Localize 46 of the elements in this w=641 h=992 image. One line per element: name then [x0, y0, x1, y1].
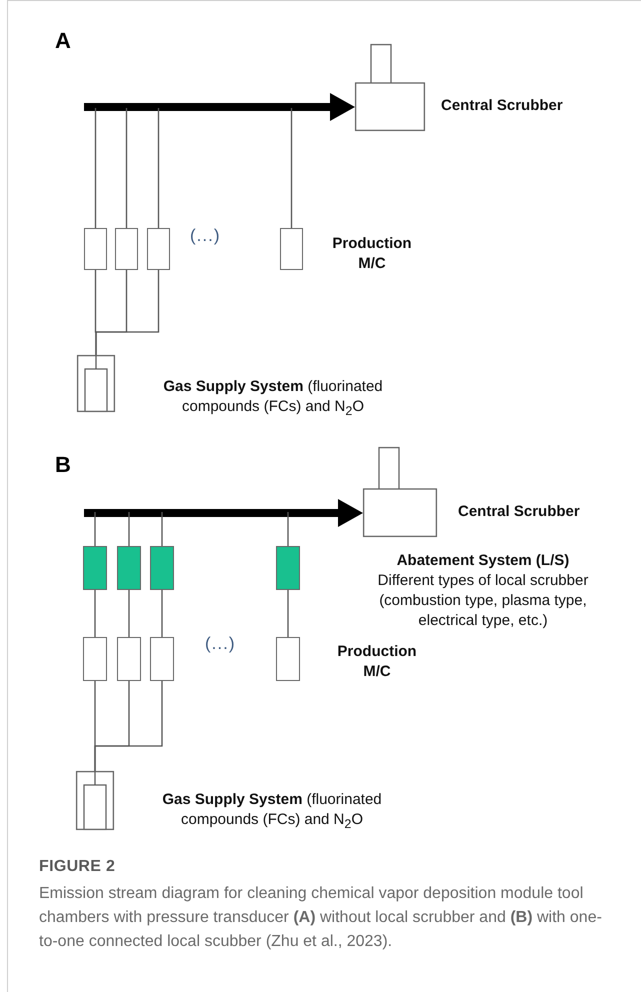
- local-scrubber-box: [150, 546, 174, 590]
- ellipsis-label: (...): [205, 634, 236, 654]
- pipe-line: [287, 512, 289, 546]
- supply-label: Gas Supply System (fluorinated compounds (FCs) and N$_{2}$O: [161, 790, 383, 833]
- gas-supply-drawing: [76, 771, 114, 830]
- panel-letter: B: [55, 452, 71, 478]
- scrubber-label: Central Scrubber: [458, 502, 581, 522]
- pipe-line: [128, 590, 130, 637]
- local-scrubber-box: [83, 546, 107, 590]
- scrubber-drawing: [355, 44, 425, 131]
- pipe-line: [128, 512, 130, 546]
- pipe-line: [94, 590, 96, 637]
- machine-box: [147, 228, 170, 270]
- local-scrubber-box: [276, 546, 300, 590]
- machine-box: [150, 637, 174, 681]
- pipe-line: [158, 108, 160, 228]
- pipe-arrow: [84, 93, 355, 121]
- pipe-line: [94, 108, 96, 228]
- machine-box: [115, 228, 138, 270]
- machine-box: [280, 228, 303, 270]
- pipe-arrow: [84, 499, 363, 527]
- panel-letter: A: [55, 28, 71, 54]
- supply-label: Gas Supply System (fluorinated compounds (FCs) and N$_{2}$O: [162, 377, 384, 420]
- local-scrubber-box: [117, 546, 141, 590]
- gas-supply-drawing: [77, 355, 115, 412]
- pipe-line: [94, 512, 96, 546]
- machine-box: [84, 228, 107, 270]
- pipe-line: [94, 681, 163, 771]
- pipe-line: [287, 590, 289, 637]
- scrubber-drawing: [363, 447, 437, 537]
- machine-label: Production M/C: [331, 234, 413, 274]
- pipe-line: [161, 512, 163, 546]
- pipe-line: [126, 108, 128, 228]
- figure-title: FIGURE 2: [39, 858, 116, 876]
- system-heading: Abatement System (L/S): [396, 551, 570, 571]
- pipe-line: [161, 590, 163, 637]
- machine-box: [117, 637, 141, 681]
- machine-label: Production M/C: [336, 642, 418, 682]
- machine-box: [83, 637, 107, 681]
- figure-caption: Emission stream diagram for cleaning chemical vapor deposition module tool chambers with pressure transducer (A) without local scrubber and (B) with one-to-one connected local scubber (Zhu et al., 2023).: [39, 884, 603, 952]
- scrubber-label: Central Scrubber: [441, 96, 564, 116]
- system-description: Different types of local scrubber (combustion type, plasma type, electrical type, etc.): [376, 571, 590, 631]
- pipe-line: [290, 108, 292, 228]
- pipe-line: [95, 270, 160, 355]
- ellipsis-label: (...): [190, 226, 220, 246]
- machine-box: [276, 637, 300, 681]
